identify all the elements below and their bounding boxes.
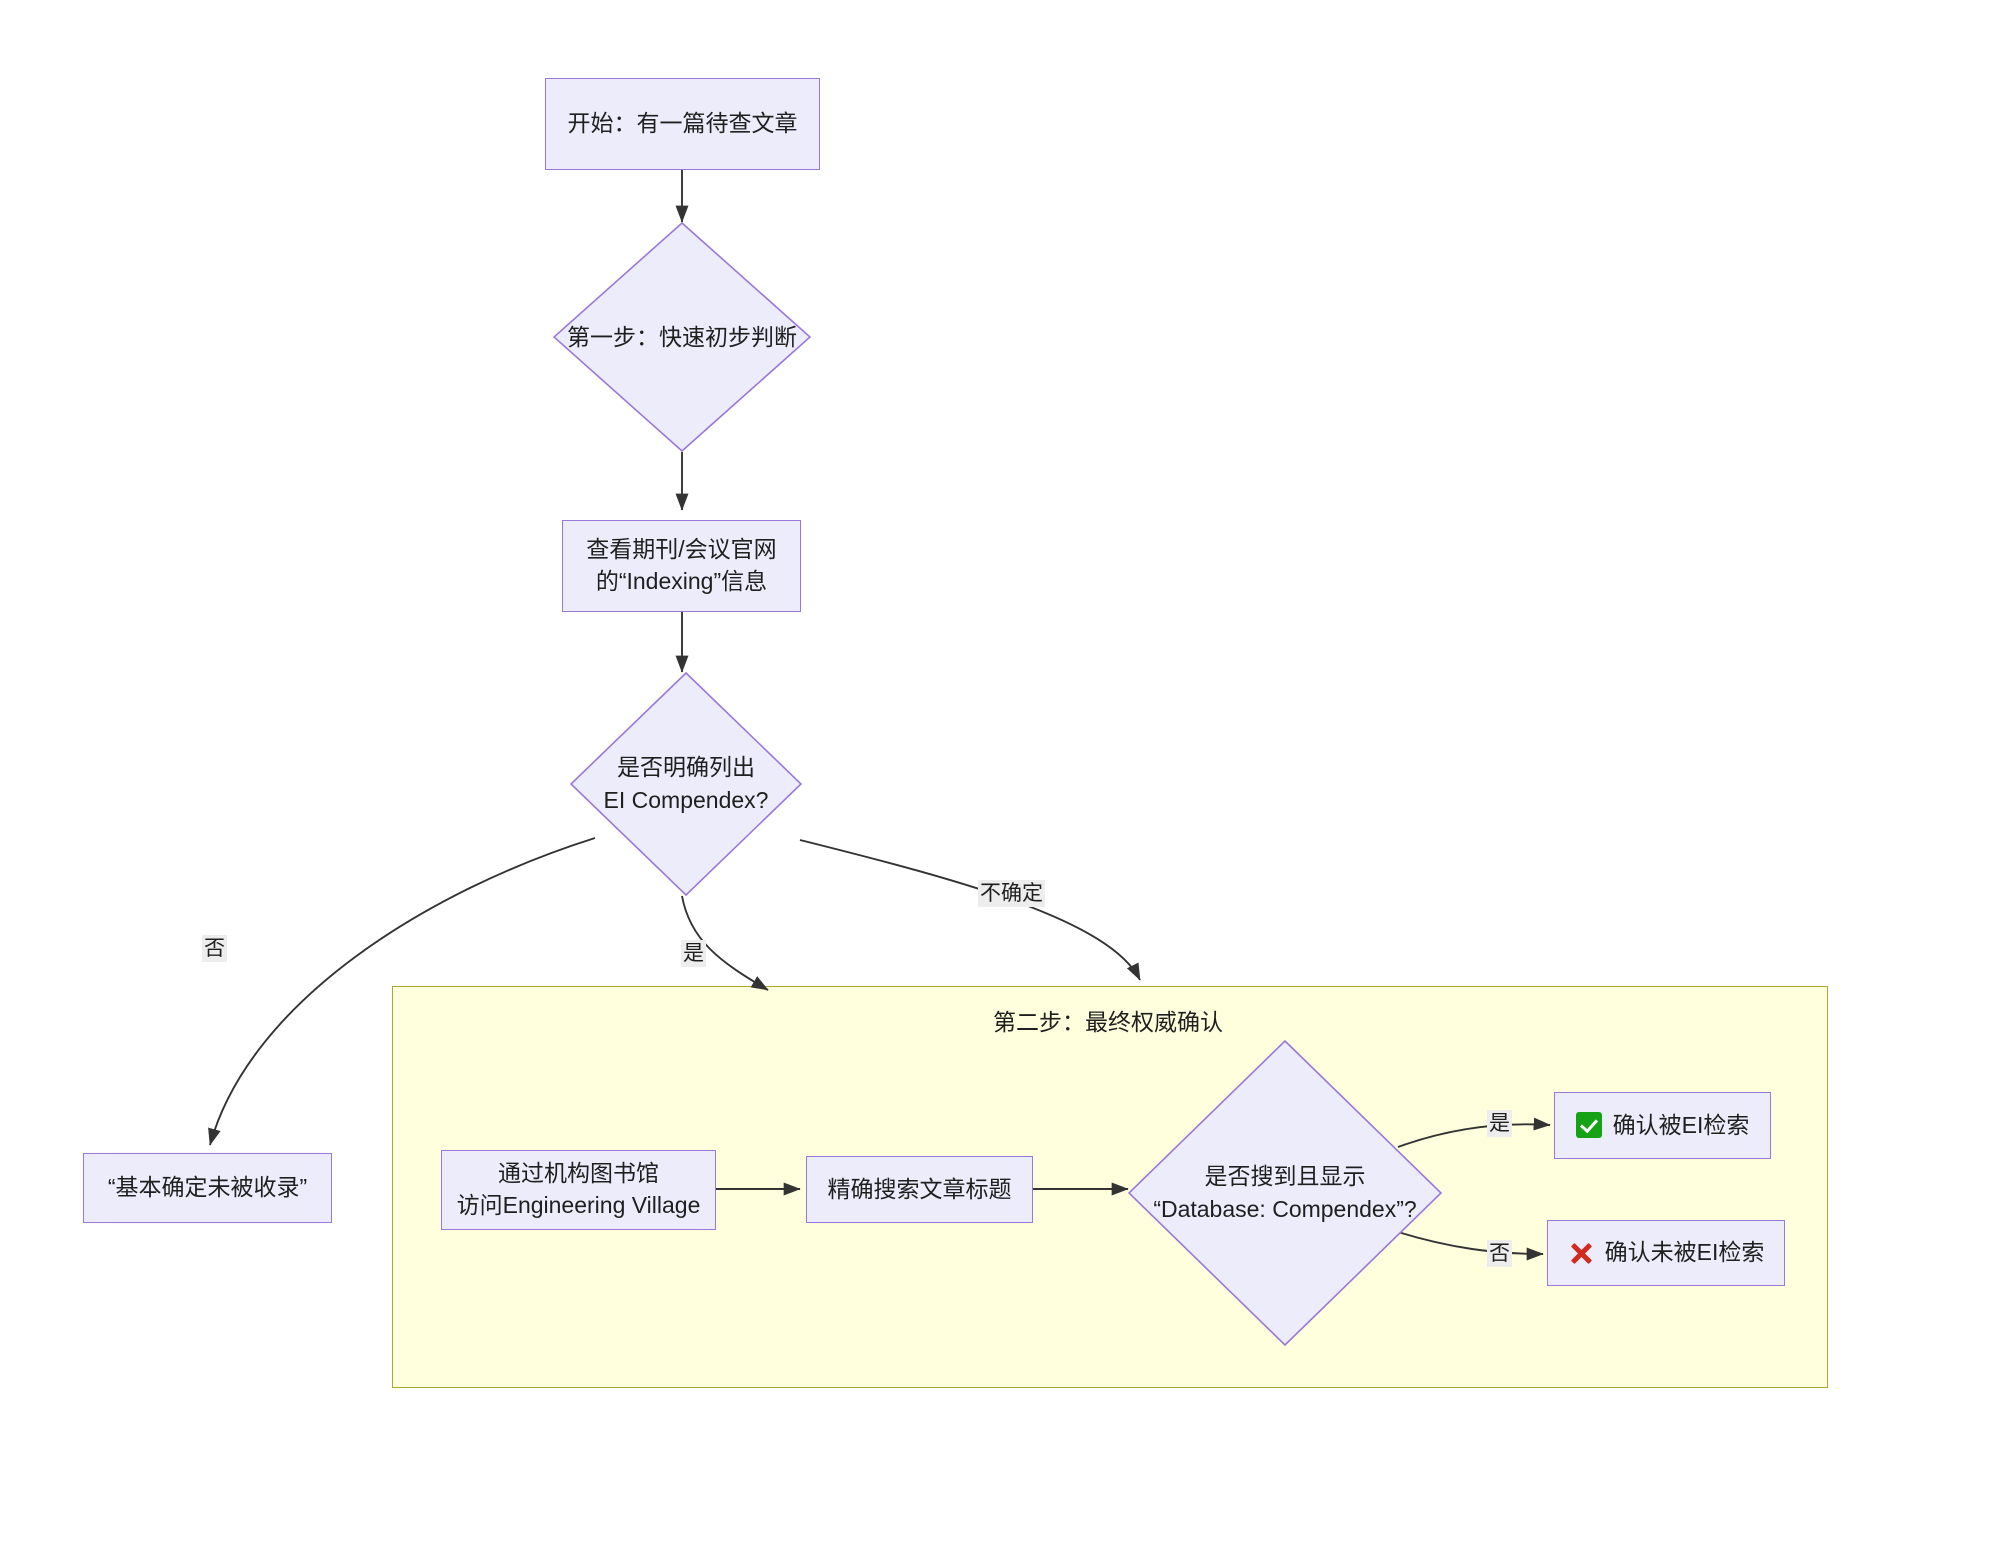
node-exact-title-search[interactable]: 精确搜索文章标题 <box>806 1156 1033 1223</box>
node-step1-label: 第一步：快速初步判断 <box>567 323 797 350</box>
edge-listedq-uncertain-to-subgraph <box>799 839 1141 981</box>
node-database-question-label: 是否搜到且显示 “Database: Compendex”? <box>1153 1163 1417 1222</box>
node-check-journal-site[interactable]: 查看期刊/会议官网 的“Indexing”信息 <box>562 520 801 612</box>
edge-label-db-yes: 是 <box>1487 1110 1512 1138</box>
diamond-shape <box>553 222 811 452</box>
subgraph-step2-title: 第二步：最终权威确认 <box>993 1009 1223 1035</box>
node-confirm-indexed[interactable]: 确认被EI检索 <box>1554 1092 1771 1159</box>
node-confirm-not-indexed-label: 确认未被EI检索 <box>1604 1239 1765 1266</box>
node-listed-question[interactable]: 是否明确列出 EI Compendex? <box>570 672 802 896</box>
node-access-engineering-village[interactable]: 通过机构图书馆 访问Engineering Village <box>441 1150 716 1230</box>
node-listed-question-label: 是否明确列出 EI Compendex? <box>603 754 769 813</box>
white-check-mark-icon <box>1575 1112 1602 1139</box>
edge-label-uncertain: 不确定 <box>978 880 1045 908</box>
node-confirm-not-indexed[interactable]: 确认未被EI检索 <box>1547 1220 1785 1286</box>
node-step1[interactable]: 第一步：快速初步判断 <box>553 222 811 452</box>
node-start[interactable]: 开始：有一篇待查文章 <box>545 78 820 170</box>
diamond-shape <box>1128 1040 1442 1346</box>
node-confirm-not-indexed-content: 确认未被EI检索 <box>1568 1237 1765 1269</box>
node-confirm-indexed-label: 确认被EI检索 <box>1612 1111 1750 1138</box>
edge-label-no-listed: 否 <box>202 935 227 963</box>
edge-label-db-no: 否 <box>1487 1240 1512 1268</box>
node-database-question[interactable]: 是否搜到且显示 “Database: Compendex”? <box>1128 1040 1442 1346</box>
edge-label-yes-listed: 是 <box>681 940 706 968</box>
diamond-shape <box>570 672 802 896</box>
node-basically-not-indexed[interactable]: “基本确定未被收录” <box>83 1153 332 1223</box>
node-confirm-indexed-content: 确认被EI检索 <box>1575 1110 1750 1142</box>
cross-mark-icon <box>1568 1240 1594 1266</box>
